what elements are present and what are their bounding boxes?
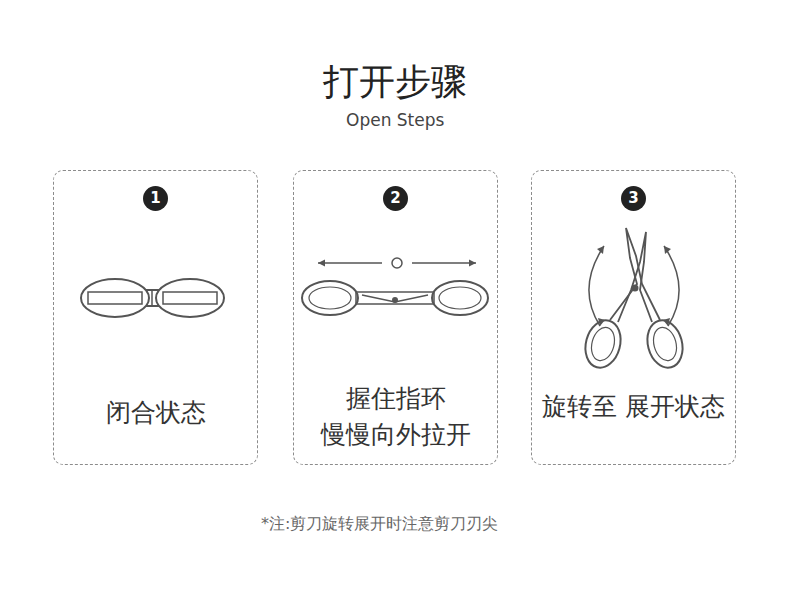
page-title: 打开步骤 (323, 58, 467, 107)
step-caption: 闭合状态 (62, 395, 249, 431)
step-box: 2 握住指环 慢慢向外拉开 (293, 170, 498, 465)
callout-number: 1 (143, 186, 168, 211)
step-caption: 旋转至 展开状态 (540, 389, 727, 425)
note-caption: *注:剪刀旋转展开时注意剪刀刃尖 (261, 514, 498, 535)
callout-number: 2 (383, 186, 408, 211)
pulled-scissors (302, 258, 488, 315)
open-scissors (580, 228, 687, 372)
callout-number: 3 (621, 186, 646, 211)
step-caption: 握住指环 慢慢向外拉开 (302, 381, 489, 453)
closed-scissors (81, 279, 224, 317)
step-box: 1 闭合状态 (53, 170, 258, 465)
subtitle: Open Steps (346, 110, 444, 130)
step-box: 3 旋转至 展开状态 (531, 170, 736, 465)
